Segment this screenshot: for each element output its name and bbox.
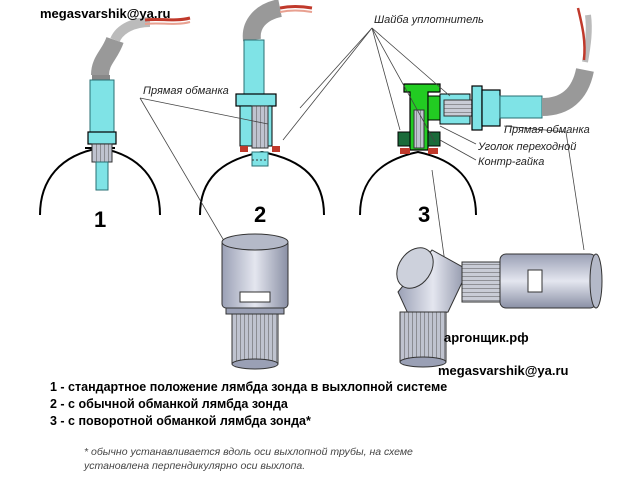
angle-adapter-green [397, 83, 441, 154]
legend-item-2: 2 - с обычной обманкой лямбда зонда [50, 397, 288, 411]
pointer-lines [139, 27, 585, 271]
header-email: megasvarshik@ya.ru [40, 6, 171, 21]
diagram-number-2: 2 [254, 202, 267, 227]
label-straight-spacer-2: Прямая обманка [504, 124, 590, 136]
exhaust-pipe-3 [359, 150, 477, 216]
angle-spacer-3d [396, 247, 603, 368]
label-straight-spacer-1: Прямая обманка [143, 85, 229, 97]
sensor-2-with-spacer [235, 0, 313, 167]
straight-spacer-3d [221, 233, 289, 370]
site-watermark: аргонщик.рф [444, 330, 529, 345]
footnote-line-1: * обычно устанавливается вдоль оси выхло… [84, 446, 413, 458]
label-angle-adapter: Уголок переходной [478, 141, 577, 153]
sensor-3 [439, 7, 594, 131]
diagram-number-3: 3 [418, 202, 431, 227]
legend-item-3: 3 - с поворотной обманкой лямбда зонда* [50, 414, 311, 428]
diagram-number-1: 1 [94, 207, 107, 232]
label-lock-nut: Контр-гайка [478, 156, 545, 168]
label-washer: Шайба уплотнитель [374, 14, 484, 26]
footer-email: megasvarshik@ya.ru [438, 363, 569, 378]
footnote-line-2: установлена перпендикулярно оси выхлопа. [84, 460, 306, 472]
sensor-1 [87, 16, 191, 191]
legend-item-1: 1 - стандартное положение лямбда зонда в… [50, 380, 448, 394]
